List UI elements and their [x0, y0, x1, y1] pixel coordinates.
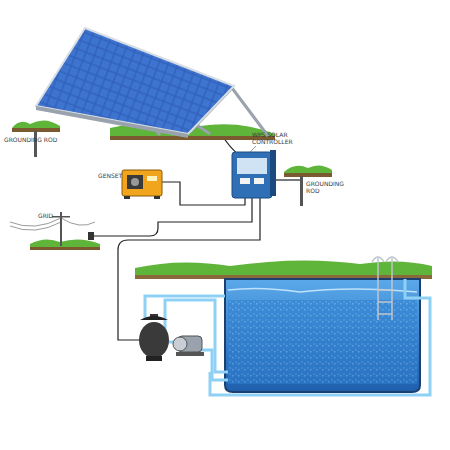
- callout-label: GENSET: [98, 172, 128, 179]
- sand-filter: [139, 314, 169, 361]
- genset: [122, 170, 162, 199]
- ladder: [372, 257, 398, 320]
- callout-label: GRID: [38, 212, 58, 219]
- callout-label: GROUNDING ROD: [306, 180, 342, 194]
- solar-panel: [36, 28, 234, 134]
- pipes: [145, 279, 430, 395]
- pool-grass: [135, 260, 432, 276]
- pool: [225, 279, 420, 392]
- callout-label: WPS SOLAR CONTROLLER: [252, 131, 300, 145]
- callout-label: GROUNDING ROD: [4, 136, 64, 143]
- grid-pole: [10, 212, 100, 250]
- pump: [173, 336, 204, 356]
- solar-controller: [232, 150, 276, 198]
